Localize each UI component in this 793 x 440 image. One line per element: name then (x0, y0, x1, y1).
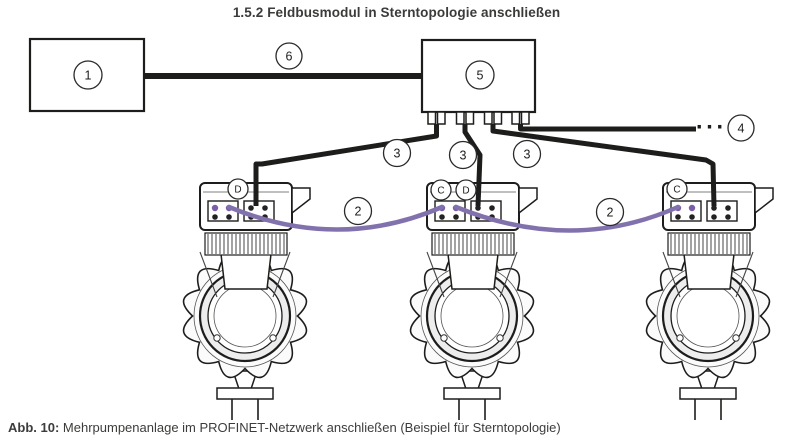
pump1-pump2-cable (226, 204, 445, 232)
callout-2b: 2 (607, 206, 614, 220)
callout-1: 1 (85, 69, 92, 83)
continuation-dots: ··· (696, 116, 727, 138)
pump-2 (409, 181, 539, 422)
figure-caption: Abb. 10: Mehrpumpenanlage im PROFINET-Ne… (8, 420, 788, 435)
callout-3b: 3 (460, 149, 467, 163)
pump-link-cables (226, 204, 681, 233)
drop-cable-pump1 (253, 124, 439, 206)
port-labels: D C D C (227, 178, 688, 201)
fieldbus-switch-box (420, 38, 537, 114)
pump2-port-d-label: D (462, 186, 469, 197)
continuation-cable (518, 124, 696, 132)
figure-caption-label: Abb. 10: (8, 420, 60, 435)
network-cables (144, 73, 717, 207)
section-heading: 1.5.2 Feldbusmodul in Sterntopologie ans… (232, 5, 561, 20)
callout-6: 6 (286, 50, 293, 64)
callout-3c: 3 (524, 148, 531, 162)
drop-cable-pump2 (462, 124, 483, 207)
pump2-pump3-cable (453, 204, 681, 233)
switch-ports (427, 111, 530, 125)
callout-3a: 3 (394, 147, 401, 161)
pump3-port-c-label: C (673, 185, 680, 196)
callout-5: 5 (477, 69, 484, 83)
pump1-port-d-label: D (234, 185, 241, 196)
callouts: 1 5 6 4 3 3 3 2 2 (73, 42, 755, 227)
figure-caption-text: Mehrpumpenanlage im PROFINET-Netzwerk an… (59, 420, 561, 435)
callout-4: 4 (738, 122, 745, 136)
pump-1 (182, 181, 312, 422)
pump2-port-c-label: C (437, 186, 444, 197)
callout-2a: 2 (355, 205, 362, 219)
drop-cable-pump3 (490, 124, 717, 207)
pump-3 (645, 181, 775, 422)
